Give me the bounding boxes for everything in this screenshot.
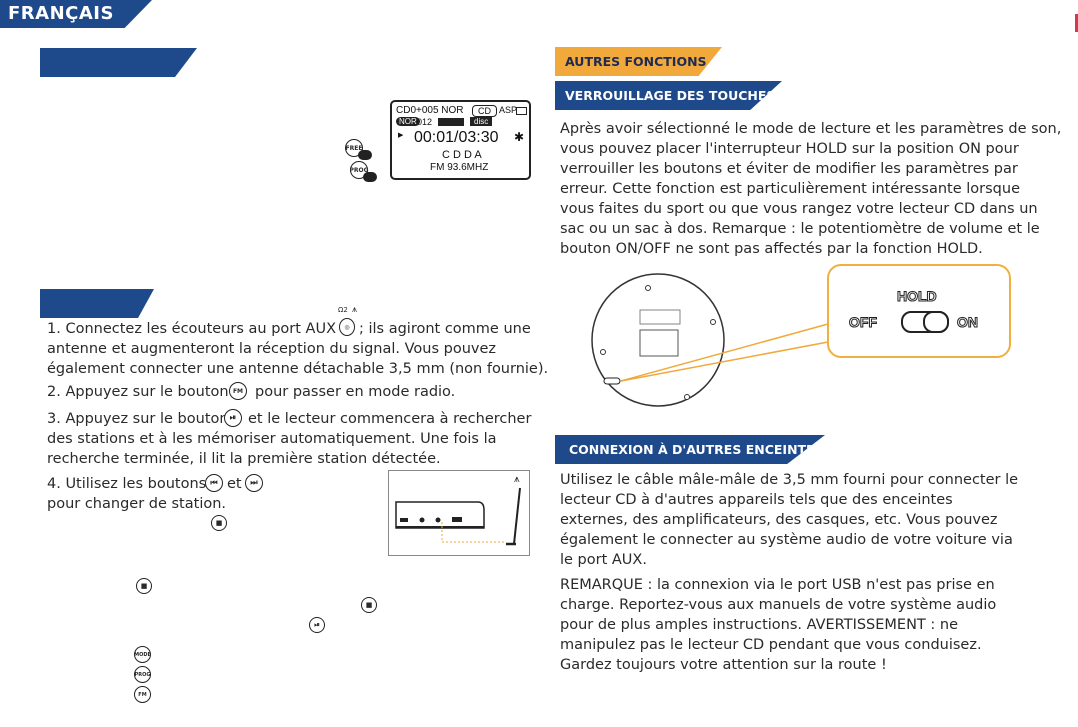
radio-step-3d: recherche terminée, il lit la première s… [47,451,441,467]
prog-button-icon-2: PROG [134,666,151,683]
svg-text:⩚: ⩚ [514,474,520,485]
lcd-line1: CD0+005 NOR [396,105,464,116]
lcd-frequency: FM 93.6MHZ [430,162,489,173]
radio-step-3a: 3. Appuyez sur le bouton [47,411,229,427]
aux-label: Ω2 [338,306,348,314]
connexion-line-3: externes, des amplificateurs, des casque… [560,512,998,528]
verrouillage-line-5: vous faites du sport ou que vous rangez … [560,201,1038,217]
fm-button-icon-2: FM [134,686,151,703]
connexion-line-1: Utilisez le câble mâle-mâle de 3,5 mm fo… [560,472,1019,488]
lcd-asp: ASP [499,105,518,115]
finger-press-icon [358,150,372,160]
page-edge-marker [1075,14,1078,32]
connexion-line-2: lecteur CD à d'autres appareils tels que… [560,492,953,508]
hold-label: HOLD [897,288,938,305]
cd-player-antenna-illustration: ⩚ [388,470,530,556]
verrouillage-banner: VERROUILLAGE DES TOUCHES [555,81,782,110]
radio-step-1b: ; ils agiront comme une [359,321,531,337]
remarque-line-5: Gardez toujours votre attention sur la r… [560,657,887,673]
radio-step-2a: 2. Appuyez sur le bouton [47,384,229,400]
section-banner-top-left [40,48,197,77]
stop-icon-2: ■ [136,578,152,594]
remarque-line-1: REMARQUE : la connexion via le port USB … [560,577,995,593]
language-label: FRANÇAIS [8,3,114,24]
prev-icon: ⏮ [205,474,223,492]
next-icon: ⏭ [245,474,263,492]
autres-fonctions-banner: AUTRES FONCTIONS [555,47,722,76]
radio-step-1a: 1. Connectez les écouteurs au port AUX 2 [47,321,350,337]
lcd-display: CD0+005 NOR CD ASP NOR 012 disc ▶ 00:01/… [390,100,531,180]
connexion-title: CONNEXION À D'AUTRES ENCEINTES [569,442,824,457]
battery-icon [516,107,527,115]
verrouillage-line-1: Après avoir sélectionné le mode de lectu… [560,121,1062,137]
lcd-track-number: 012 [417,117,433,127]
finger-press-icon-2 [363,172,377,182]
radio-step-4b: et [227,476,242,492]
connexion-line-5: le port AUX. [560,552,647,568]
lcd-cd-badge: CD [472,105,497,117]
play-pause-icon: ⏯ [224,409,242,427]
radio-step-4c: pour changer de station. [47,496,227,512]
verrouillage-line-6: sac ou un sac à dos. Remarque : le poten… [560,221,1040,237]
remarque-line-3: pour de plus amples instructions. AVERTI… [560,617,958,633]
radio-step-1d: également connecter une antenne détachab… [47,361,549,377]
verrouillage-line-3: verrouiller les boutons et éviter de mod… [560,161,1018,177]
connexion-line-4: également le connecter au système audio … [560,532,1013,548]
play-pause-icon-2: ⏯ [309,617,325,633]
verrouillage-line-2: vous pouvez placer l'interrupteur HOLD s… [560,141,1019,157]
stop-icon-3: ■ [361,597,377,613]
cd-player-back-illustration [591,273,829,407]
hold-on-label: ON [957,314,979,331]
verrouillage-title: VERROUILLAGE DES TOUCHES [565,88,776,103]
aux-port-icon: ◎ [339,318,355,336]
radio-step-1c: antenne et augmenteront la réception du … [47,341,497,357]
lcd-mode: C D D A [442,149,482,161]
stop-icon: ■ [211,515,227,531]
hold-switch-callout: HOLD OFF ON [827,264,1011,358]
lcd-level-bar [438,118,464,126]
lcd-disc-badge: disc [470,117,493,126]
antenna-small-icon: ⩚ [352,305,358,315]
lcd-time: 00:01/03:30 [414,129,499,146]
radio-step-2b: pour passer en mode radio. [255,384,456,400]
mode-button-icon: MODE [134,646,151,663]
section-banner-radio [40,289,154,318]
play-indicator-icon: ▶ [398,132,404,139]
language-tab: FRANÇAIS [0,0,152,28]
hold-off-label: OFF [849,314,878,331]
lcd-nor-badge: NOR [396,117,420,126]
remarque-line-4: manipulez pas le lecteur CD pendant que … [560,637,982,653]
radio-step-3b: et le lecteur commencera à rechercher [248,411,532,427]
bluetooth-icon: ✱ [514,130,525,144]
radio-step-4a: 4. Utilisez les boutons [47,476,207,492]
autres-fonctions-title: AUTRES FONCTIONS [565,54,707,69]
connexion-banner: CONNEXION À D'AUTRES ENCEINTES [555,435,825,464]
remarque-line-2: charge. Reportez-vous aux manuels de vot… [560,597,997,613]
radio-step-3c: des stations et à les mémoriser automati… [47,431,497,447]
hold-switch-icon [901,311,949,333]
verrouillage-line-7: bouton ON/OFF ne sont pas affectés par l… [560,241,983,257]
fm-button-icon: FM [229,382,247,400]
verrouillage-line-4: erreur. Cette fonction est particulièrem… [560,181,1020,197]
